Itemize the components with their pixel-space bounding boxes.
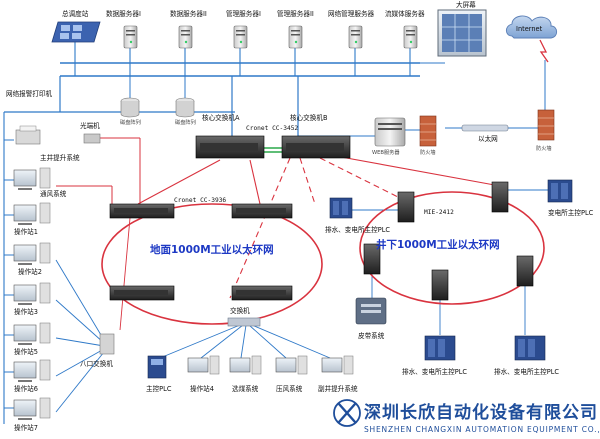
optical-transceiver[interactable]: 光端机 [80, 121, 101, 144]
main-plc[interactable]: 主控PLC [146, 355, 172, 393]
web-server[interactable]: WEB服务器 [372, 117, 406, 156]
brand-company-cn: 深圳长欣自动化设备有限公司 [364, 402, 598, 423]
ground-ring [101, 203, 323, 325]
underground-switch-4[interactable] [431, 269, 449, 301]
big-screen[interactable]: 大屏幕 [437, 0, 487, 57]
compressor-label: 压风系统 [276, 384, 303, 393]
web-server-label: WEB服务器 [372, 148, 400, 156]
ground-ring-title: 地面1000M工业以太环网 [150, 243, 274, 256]
operator-2-label: 操作站2 [18, 267, 42, 276]
underground-switch-2[interactable] [491, 181, 509, 213]
network-mgmt-server-label: 网络管理服务器 [328, 9, 375, 18]
disk-array-2-label: 磁盘阵列 [175, 118, 196, 126]
bottom-operator-4-label: 操作站4 [190, 384, 214, 393]
core-model-label: Cronet CC-3452 [246, 125, 298, 132]
internet-cloud[interactable]: Internet [505, 15, 558, 39]
underground-switch-1[interactable] [397, 191, 415, 223]
drain-substation-plc-upper-label: 排水、变电所主控PLC [325, 225, 390, 234]
ground-switch-3[interactable] [109, 285, 175, 301]
data-server-2[interactable]: 数据服务器II [170, 9, 207, 49]
operator-3-label: 操作站3 [14, 307, 38, 316]
streaming-server[interactable]: 流媒体服务器 [385, 9, 425, 49]
aux-hoist-label: 副井提升系统 [318, 384, 358, 393]
streaming-server-label: 流媒体服务器 [385, 9, 425, 18]
core-switch-a[interactable]: 核心交换机A [195, 113, 265, 159]
disk-array-1[interactable]: 磁盘阵列 [120, 97, 141, 126]
local-switch-label: 交换机 [230, 306, 250, 315]
brand-company-en: SHENZHEN CHANGXIN AUTOMATION EQUIPMENT C… [364, 425, 600, 434]
ground-switch-model-label: Cronet CC-3936 [174, 197, 226, 204]
coal-system-station[interactable]: 选煤系统 [229, 355, 262, 393]
core-switch-b[interactable]: 核心交换机B [281, 113, 351, 159]
ground-switch-4[interactable] [231, 285, 293, 301]
compressor-station[interactable]: 压风系统 [275, 355, 308, 393]
mgmt-server-2-label: 管理服务器II [277, 9, 314, 18]
firewall-1-label: 防火墙 [420, 148, 436, 156]
coal-system-label: 选煤系统 [232, 384, 259, 393]
operator-1-label: 操作站1 [14, 227, 38, 236]
local-switch[interactable]: 交换机 [227, 306, 261, 327]
operator-station-3[interactable]: 操作站3 [13, 282, 51, 316]
core-switch-b-label: 核心交换机B [290, 113, 328, 122]
operator-7-label: 操作站7 [14, 423, 38, 432]
data-server-2-label: 数据服务器II [170, 9, 207, 18]
underground-switch-3[interactable] [363, 243, 381, 275]
operator-station-5[interactable]: 操作站5 [13, 322, 51, 356]
underground-switch-5[interactable] [516, 255, 534, 287]
ethernet-hub[interactable]: 以太网 [461, 124, 509, 143]
underground-ring [359, 191, 545, 305]
belt-system[interactable]: 皮带系统 [355, 297, 387, 340]
eight-port-switch[interactable]: 八口交换机 [80, 333, 115, 368]
dispatch-station-label: 总调度站 [62, 9, 89, 18]
substation-plc-upper[interactable]: 变电所主控PLC [547, 179, 594, 217]
operator-6-label: 操作站6 [14, 384, 38, 393]
optical-transceiver-label: 光端机 [80, 121, 100, 130]
brand-logo-icon [333, 399, 361, 427]
underground-ring-title: 井下1000M工业以太环网 [376, 238, 500, 251]
main-hoist-label: 主井提升系统 [40, 153, 80, 162]
brand-block: 深圳长欣自动化设备有限公司 SHENZHEN CHANGXIN AUTOMATI… [333, 399, 600, 434]
operator-station-2[interactable]: 操作站2 [13, 242, 51, 276]
firewall-2-label: 防火墙 [536, 144, 552, 152]
eight-port-switch-label: 八口交换机 [80, 359, 113, 368]
ground-switch-1[interactable] [109, 203, 175, 219]
dispatch-station[interactable]: 总调度站 [51, 9, 101, 43]
data-server-1[interactable]: 数据服务器I [106, 9, 141, 49]
ethernet-label: 以太网 [478, 134, 498, 143]
alarm-printer-label: 网络报警打印机 [6, 89, 53, 98]
drain-substation-plc-lower[interactable]: 排水、变电所主控PLC [402, 335, 467, 376]
ventilation-label: 通风系统 [40, 189, 67, 198]
operator-station-6[interactable]: 操作站6 [13, 359, 51, 393]
underground-switch-model-label: MIE-2412 [424, 209, 454, 216]
firewall-1[interactable]: 防火墙 [419, 115, 437, 156]
drain-substation-plc-right-label: 排水、变电所主控PLC [494, 367, 559, 376]
internet-label: Internet [516, 25, 543, 33]
operator-station-7[interactable]: 操作站7 [13, 397, 51, 432]
drain-substation-plc-right[interactable]: 排水、变电所主控PLC [494, 335, 559, 376]
big-screen-label: 大屏幕 [456, 0, 476, 9]
aux-hoist-station[interactable]: 副井提升系统 [318, 355, 358, 393]
drain-substation-plc-upper[interactable]: 排水、变电所主控PLC [325, 197, 390, 234]
disk-array-1-label: 磁盘阵列 [120, 118, 141, 126]
substation-plc-upper-label: 变电所主控PLC [548, 208, 594, 217]
alarm-printer[interactable] [15, 125, 41, 145]
mgmt-server-2[interactable]: 管理服务器II [277, 9, 314, 49]
data-server-1-label: 数据服务器I [106, 9, 141, 18]
operator-5-label: 操作站5 [14, 347, 38, 356]
firewall-2[interactable]: 防火墙 [536, 109, 555, 152]
ventilation-station[interactable]: 通风系统 [13, 167, 67, 198]
operator-station-1[interactable]: 操作站1 [13, 202, 51, 236]
core-switch-a-label: 核心交换机A [202, 113, 240, 122]
drain-substation-plc-lower-label: 排水、变电所主控PLC [402, 367, 467, 376]
mgmt-server-1[interactable]: 管理服务器I [226, 9, 261, 49]
mgmt-server-1-label: 管理服务器I [226, 9, 261, 18]
ground-switch-2[interactable] [231, 203, 293, 219]
main-plc-label: 主控PLC [146, 384, 172, 393]
belt-system-label: 皮带系统 [358, 331, 385, 340]
network-mgmt-server[interactable]: 网络管理服务器 [328, 9, 375, 49]
disk-array-2[interactable]: 磁盘阵列 [175, 97, 196, 126]
bottom-operator-4[interactable]: 操作站4 [187, 355, 220, 393]
